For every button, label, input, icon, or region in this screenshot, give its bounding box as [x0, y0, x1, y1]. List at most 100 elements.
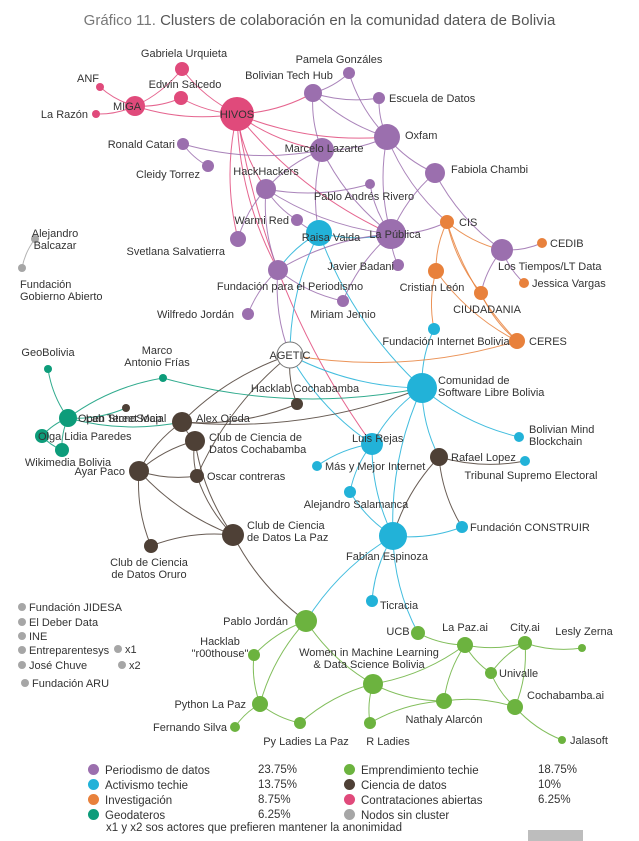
node-geobolivia[interactable]	[44, 365, 52, 373]
isolated-node-5[interactable]	[21, 679, 29, 687]
isolated-node-4[interactable]	[18, 661, 26, 669]
node-cedib[interactable]	[537, 238, 547, 248]
node-ticracia[interactable]	[366, 595, 378, 607]
legend-swatch-emprendimiento	[344, 764, 355, 775]
node-fga[interactable]	[18, 264, 26, 272]
node-anf[interactable]	[96, 83, 104, 91]
node-lapazai[interactable]	[457, 637, 473, 653]
node-bmb[interactable]	[514, 432, 524, 442]
node-alejandrob[interactable]	[31, 235, 39, 243]
isolated-label-2: INE	[29, 631, 47, 643]
node-luisrejas[interactable]	[361, 433, 383, 455]
node-oxfam[interactable]	[374, 124, 400, 150]
node-javier[interactable]	[392, 259, 404, 271]
node-lapublica[interactable]	[376, 219, 406, 249]
node-cis[interactable]	[440, 215, 454, 229]
legend-label: Activismo techie	[105, 780, 189, 792]
node-label-cedib: CEDIB	[550, 238, 584, 250]
node-ucb[interactable]	[411, 626, 425, 640]
node-construir[interactable]	[456, 521, 468, 533]
node-wikimedia[interactable]	[55, 443, 69, 457]
isolated-node-1[interactable]	[18, 618, 26, 626]
node-ceres[interactable]	[509, 333, 525, 349]
node-miga[interactable]	[125, 96, 145, 116]
node-alejandro[interactable]	[344, 486, 356, 498]
node-hivos[interactable]	[220, 97, 254, 131]
node-tse[interactable]	[520, 456, 530, 466]
node-clubcbba[interactable]	[185, 431, 205, 451]
legend-item-activismo: Activismo techie	[88, 779, 188, 792]
node-svetlana[interactable]	[230, 231, 246, 247]
node-jalasoft[interactable]	[558, 736, 566, 744]
node-olga[interactable]	[35, 429, 49, 443]
isolated-node-6[interactable]	[114, 645, 122, 653]
node-osm[interactable]	[59, 409, 77, 427]
node-label-cityai: City.ai	[510, 622, 540, 634]
node-miriam[interactable]	[337, 295, 349, 307]
node-raisa[interactable]	[306, 220, 332, 246]
node-lostiempos[interactable]	[491, 239, 513, 261]
node-label-hivos: HIVOS	[220, 109, 254, 121]
edge-ayarpaco-cluboruro	[138, 470, 152, 547]
node-escuela[interactable]	[373, 92, 385, 104]
node-pabloandres[interactable]	[365, 179, 375, 189]
node-cityai[interactable]	[518, 636, 532, 650]
node-cleidy[interactable]	[202, 160, 214, 172]
node-fabiola[interactable]	[425, 163, 445, 183]
node-fib[interactable]	[428, 323, 440, 335]
node-alexojeda[interactable]	[172, 412, 192, 432]
node-wiml[interactable]	[363, 674, 383, 694]
node-rladies[interactable]	[364, 717, 376, 729]
node-masymejor[interactable]	[312, 461, 322, 471]
node-bth[interactable]	[304, 84, 322, 102]
node-larazon[interactable]	[92, 110, 100, 118]
node-fernando[interactable]	[230, 722, 240, 732]
isolated-node-7[interactable]	[118, 661, 126, 669]
node-fabian[interactable]	[379, 522, 407, 550]
node-label-nathaly: Nathaly Alarcón	[405, 714, 482, 726]
node-ciudadania[interactable]	[474, 286, 488, 300]
node-hackhackers[interactable]	[256, 179, 276, 199]
node-nathaly[interactable]	[436, 693, 452, 709]
node-csl[interactable]	[407, 373, 437, 403]
node-lesly[interactable]	[578, 644, 586, 652]
node-pythonlp[interactable]	[252, 696, 268, 712]
node-clublapaz[interactable]	[222, 524, 244, 546]
node-warmi[interactable]	[291, 214, 303, 226]
node-ronald[interactable]	[177, 138, 189, 150]
node-cluboruro[interactable]	[144, 539, 158, 553]
node-marcelo[interactable]	[310, 138, 334, 162]
edge-wiml-pyladies	[299, 683, 374, 724]
node-edwin[interactable]	[174, 91, 188, 105]
node-pamela[interactable]	[343, 67, 355, 79]
legend-swatch-activismo	[88, 779, 99, 790]
isolated-node-3[interactable]	[18, 646, 26, 654]
node-wilfredo[interactable]	[242, 308, 254, 320]
node-pablojordan[interactable]	[295, 610, 317, 632]
node-univalle[interactable]	[485, 667, 497, 679]
node-hackcbba[interactable]	[291, 398, 303, 410]
legend-label: Geodateros	[105, 810, 166, 822]
node-label-oxfam: Oxfam	[405, 130, 437, 142]
node-oscar[interactable]	[190, 469, 204, 483]
node-fundperiodismo[interactable]	[268, 260, 288, 280]
node-marco[interactable]	[159, 374, 167, 382]
node-label-ronald: Ronald Catari	[108, 139, 175, 151]
edge-pablojordan-pythonlp	[259, 620, 307, 705]
node-agetic[interactable]	[276, 341, 304, 369]
node-rafael[interactable]	[430, 448, 448, 466]
node-label-bth: Bolivian Tech Hub	[245, 70, 333, 82]
node-cbbaai[interactable]	[507, 699, 523, 715]
node-hacklab00[interactable]	[248, 649, 260, 661]
node-jessica[interactable]	[519, 278, 529, 288]
node-cristian[interactable]	[428, 263, 444, 279]
node-gabriela[interactable]	[175, 62, 189, 76]
node-labtecno[interactable]	[122, 404, 130, 412]
node-pyladies[interactable]	[294, 717, 306, 729]
isolated-node-0[interactable]	[18, 603, 26, 611]
isolated-node-2[interactable]	[18, 632, 26, 640]
legend-pct-emprendimiento: 18.75%	[538, 764, 578, 776]
node-ayarpaco[interactable]	[129, 461, 149, 481]
